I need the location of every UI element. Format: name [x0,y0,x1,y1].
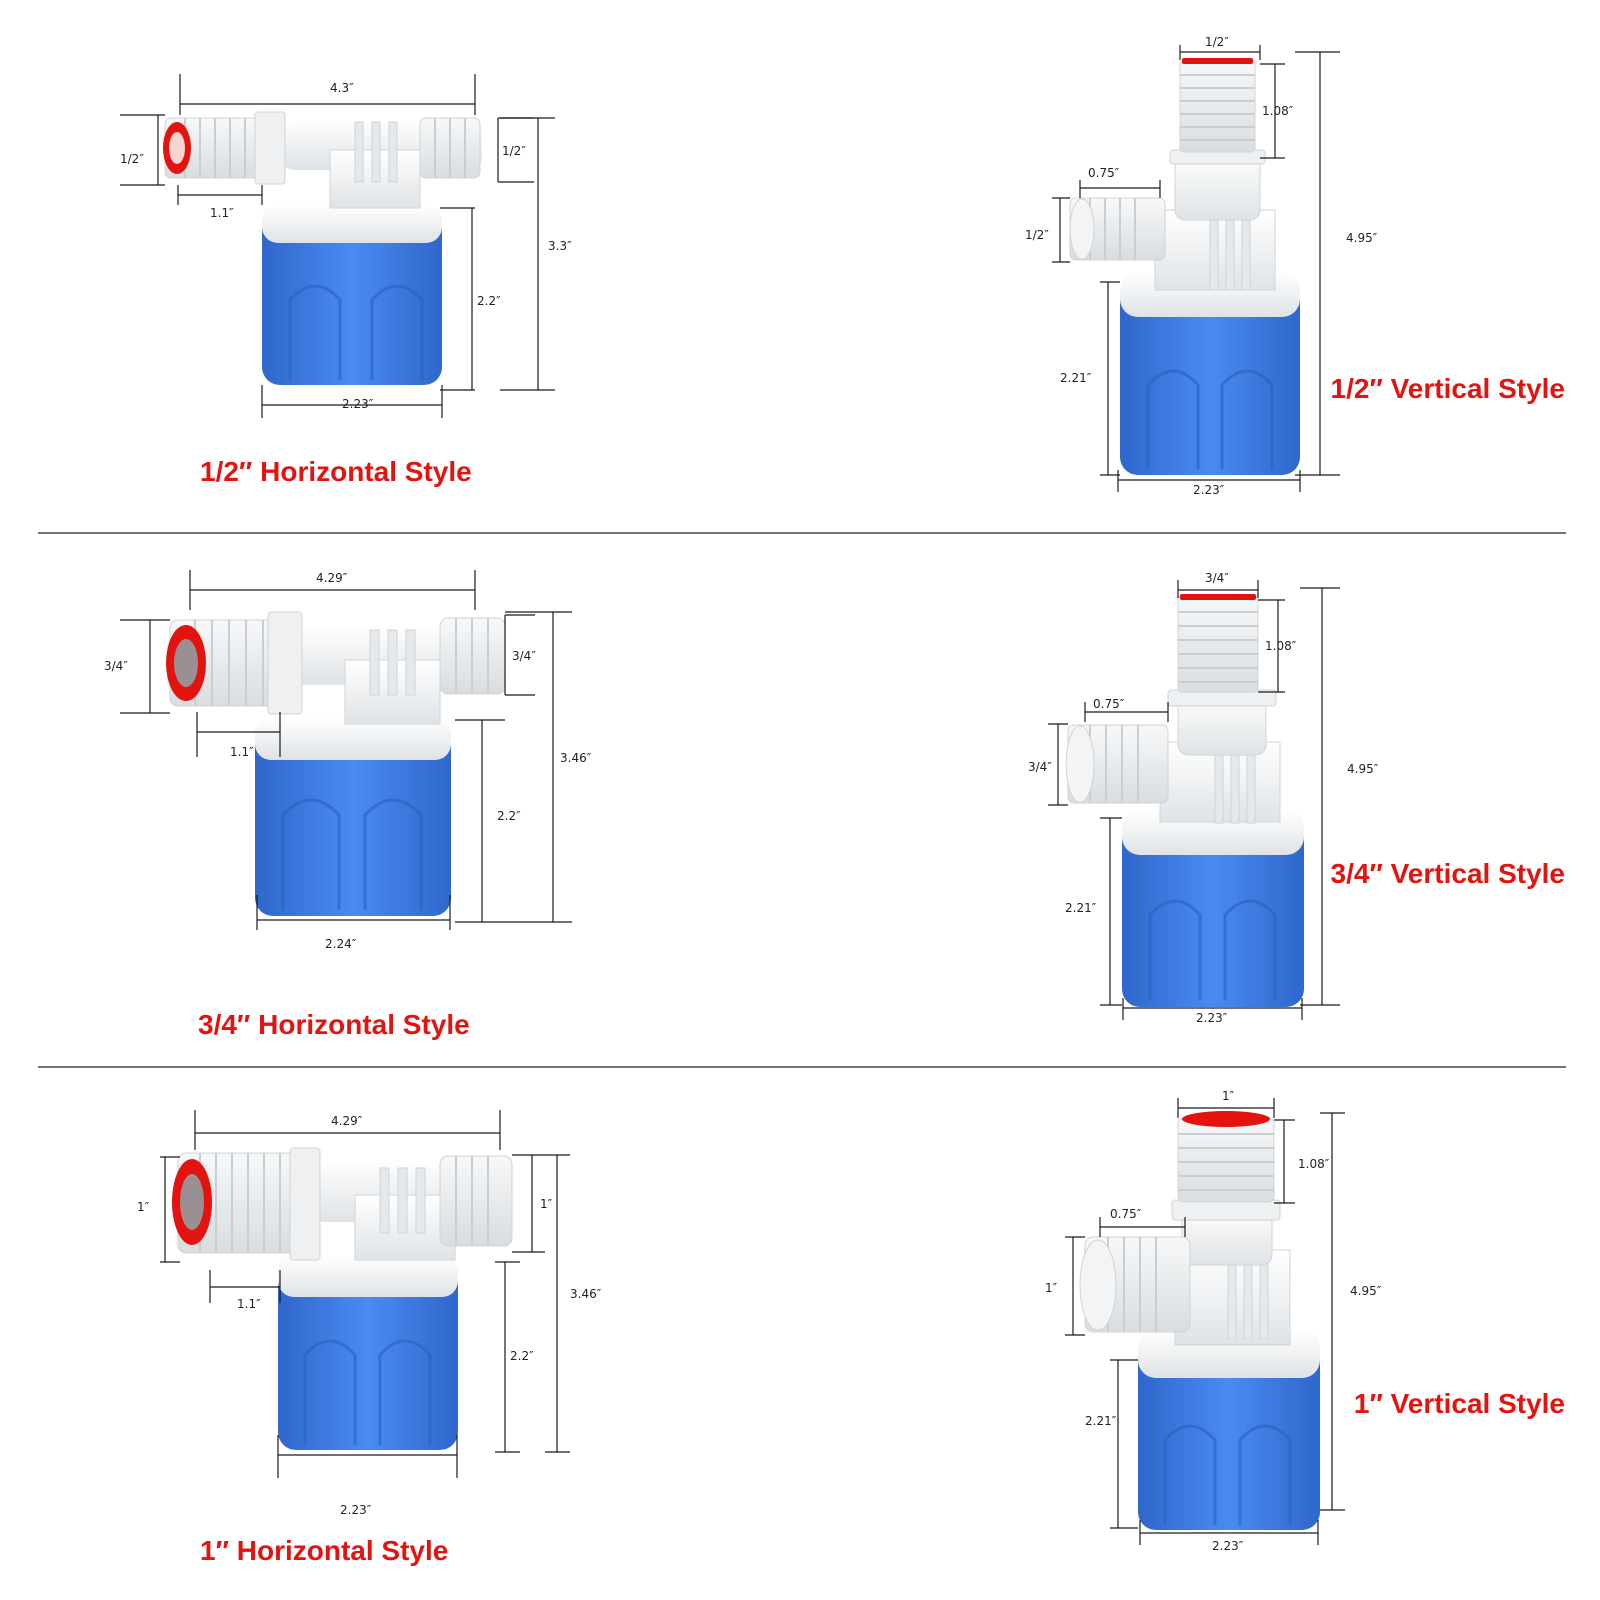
dim-inlet: 3/4″ [104,659,128,673]
dim-side: 1/2″ [1025,228,1049,242]
dim-side-width: 0.75″ [1088,166,1120,180]
top-thread [1179,59,1256,153]
dim-float-height: 2.2″ [510,1349,534,1363]
dim-inlet: 1″ [137,1200,150,1214]
dim-top-height: 1.08″ [1262,104,1294,118]
dim-float-height: 2.2″ [477,294,501,308]
dim-side-width: 0.75″ [1093,697,1125,711]
style-label: 1″ Horizontal Style [200,1535,448,1566]
dim-float-height: 2.21″ [1060,371,1092,385]
vertical-valve-1: 1″ 1.08″ 0.75″ 1″ 4.95″ 2.21″ 2.23″ 1″ V… [1045,1089,1565,1553]
dim-float-width: 2.23″ [342,397,374,411]
style-label: 1/2″ Vertical Style [1331,373,1565,404]
horizontal-valve-1-2: 4.3″ 1/2″ 1/2″ 1.1″ 3.3″ 2.2″ 2.23″ 1/2″… [120,74,572,487]
dim-height: 3.3″ [548,239,572,253]
dim-top-height: 1.08″ [1265,639,1297,653]
dim-float-height: 2.21″ [1065,901,1097,915]
float-body [1138,1340,1320,1530]
dim-float-width: 2.23″ [1212,1539,1244,1553]
float-body [1122,815,1304,1007]
dim-top: 3/4″ [1205,571,1229,585]
dim-side-width: 0.75″ [1110,1207,1142,1221]
dim-top: 1″ [1222,1089,1235,1103]
dim-float-width: 2.23″ [1196,1011,1228,1025]
dim-float-width: 2.23″ [1193,483,1225,497]
float-body [255,718,451,916]
dim-float-height: 2.2″ [497,809,521,823]
dim-height: 3.46″ [560,751,592,765]
horizontal-valve-3-4: 4.29″ 3/4″ 3/4″ 1.1″ 3.46″ 2.2″ 2.24″ 3/… [104,570,592,1040]
dim-offset: 1.1″ [230,745,254,759]
style-label: 1″ Vertical Style [1354,1388,1565,1419]
dim-outlet: 1/2″ [502,144,526,158]
dim-side: 3/4″ [1028,760,1052,774]
dim-outlet: 1″ [540,1197,553,1211]
style-label: 3/4″ Horizontal Style [198,1009,470,1040]
dim-inlet: 1/2″ [120,152,144,166]
outlet-thread [439,1155,513,1247]
dim-width: 4.3″ [330,81,354,95]
style-label: 3/4″ Vertical Style [1331,858,1565,889]
top-thread [1177,595,1259,693]
dim-outlet: 3/4″ [512,649,536,663]
dim-height: 4.95″ [1350,1284,1382,1298]
dim-height: 4.95″ [1346,231,1378,245]
dim-float-width: 2.24″ [325,937,357,951]
float-cap [262,205,442,243]
dim-side: 1″ [1045,1281,1058,1295]
style-label: 1/2″ Horizontal Style [200,456,472,487]
dim-offset: 1.1″ [237,1297,261,1311]
dim-height: 4.95″ [1347,762,1379,776]
dim-height: 3.46″ [570,1287,602,1301]
float-cap [278,1255,458,1297]
vertical-valve-3-4: 3/4″ 1.08″ 0.75″ 3/4″ 4.95″ 2.21″ 2.23″ … [1028,571,1565,1025]
float-body [1120,280,1300,475]
vertical-valve-1-2: 1/2″ 1.08″ 0.75″ 1/2″ 4.95″ 2.21″ 2.23″ … [1025,35,1565,497]
horizontal-valve-1: 4.29″ 1″ 1″ 1.1″ 3.46″ 2.2″ 2.23″ 1″ Hor… [137,1110,602,1566]
dim-top: 1/2″ [1205,35,1229,49]
dim-float-width: 2.23″ [340,1503,372,1517]
float-cap [255,718,451,760]
float-body [262,205,442,385]
dim-width: 4.29″ [316,571,348,585]
dim-offset: 1.1″ [210,206,234,220]
float-body [278,1255,458,1450]
dim-width: 4.29″ [331,1114,363,1128]
dim-top-height: 1.08″ [1298,1157,1330,1171]
dim-float-height: 2.21″ [1085,1414,1117,1428]
